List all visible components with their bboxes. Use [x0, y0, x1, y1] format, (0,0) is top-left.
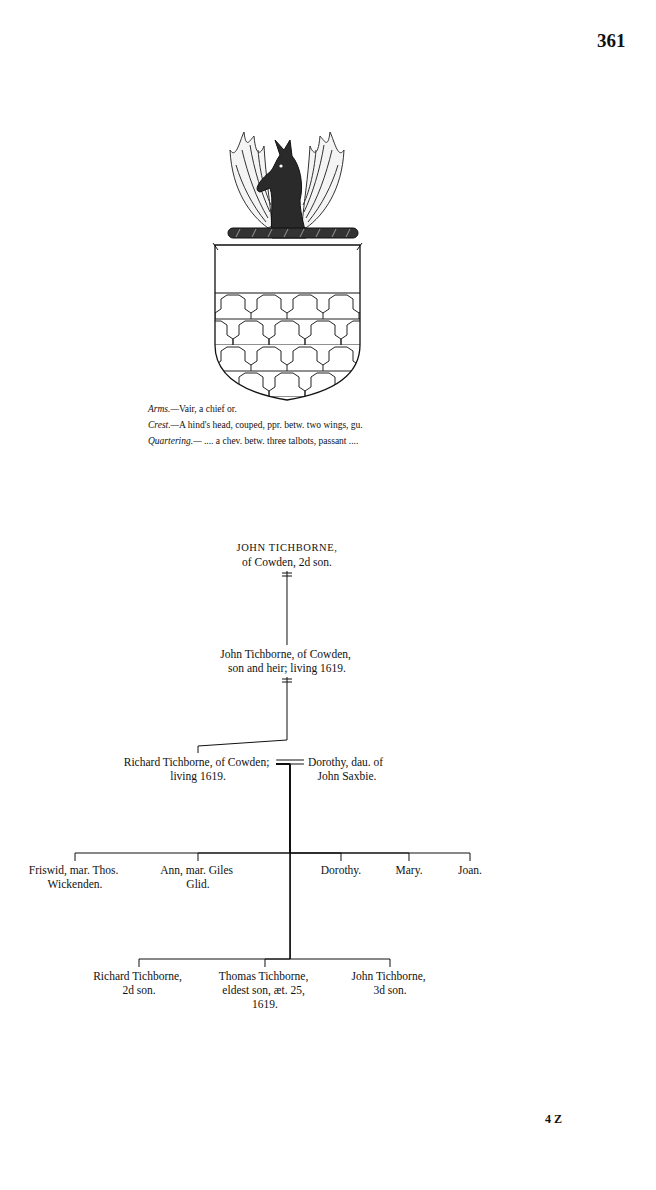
blazon-note: Crest.—A hind's head, couped, ppr. betw.…	[148, 420, 363, 430]
person-entry: Richard Tichborne, 2d son.	[90, 968, 188, 998]
person-entry: Richard Tichborne, of Cowden; living 161…	[121, 754, 276, 784]
descent-line	[139, 764, 290, 967]
person-text: Dorothy.	[321, 863, 361, 877]
marriage-line	[276, 760, 304, 764]
wing	[302, 132, 344, 228]
descent-line	[282, 571, 292, 645]
person-text: John Tichborne, of Cowden, son and heir;…	[220, 647, 354, 675]
person-text: Richard Tichborne, of Cowden; living 161…	[124, 755, 273, 783]
crest	[228, 132, 358, 238]
person-entry: John Tichborne, 3d son.	[349, 968, 432, 998]
person-text: Dorothy, dau. of John Saxbie.	[308, 755, 386, 783]
descent-line	[276, 764, 390, 967]
person-entry: Dorothy.	[318, 862, 364, 878]
person-text: Thomas Tichborne, eldest son, æt. 25, 16…	[219, 969, 311, 1011]
person-text: Richard Tichborne, 2d son.	[93, 969, 185, 997]
descent-line	[276, 764, 409, 861]
person-text: Joan.	[458, 863, 482, 877]
person-entry: Ann, mar. Giles Glid.	[157, 862, 239, 892]
person-entry: Mary.	[392, 862, 425, 878]
person-entry: Joan.	[455, 862, 485, 878]
blazon-note: Quartering.— .... a chev. betw. three ta…	[148, 436, 358, 446]
person-text: Ann, mar. Giles Glid.	[160, 863, 236, 891]
descent-line	[198, 677, 292, 753]
person-text: Friswid, mar. Thos. Wickenden.	[29, 863, 121, 891]
hind-head	[257, 140, 306, 238]
blazon-note: Arms.—Vair, a chief or.	[148, 404, 237, 414]
wreath	[228, 228, 358, 238]
person-text: Mary.	[395, 863, 422, 877]
descent-line	[265, 764, 290, 967]
descent-line	[276, 764, 470, 861]
person-text: John Tichborne, 3d son.	[352, 969, 429, 997]
signature-mark: 4 Z	[545, 1112, 562, 1127]
person-text: of Cowden, 2d son.	[237, 555, 338, 569]
shield	[213, 243, 363, 403]
person-entry: JOHN TICHBORNE,of Cowden, 2d son.	[234, 540, 341, 570]
person-entry: Dorothy, dau. of John Saxbie.	[305, 754, 389, 784]
person-entry: Friswid, mar. Thos. Wickenden.	[26, 862, 124, 892]
descent-line	[75, 764, 290, 861]
person-entry: Thomas Tichborne, eldest son, æt. 25, 16…	[216, 968, 314, 1012]
page-number: 361	[597, 30, 626, 52]
person-entry: John Tichborne, of Cowden, son and heir;…	[217, 646, 357, 676]
person-text: JOHN TICHBORNE,	[237, 541, 338, 555]
